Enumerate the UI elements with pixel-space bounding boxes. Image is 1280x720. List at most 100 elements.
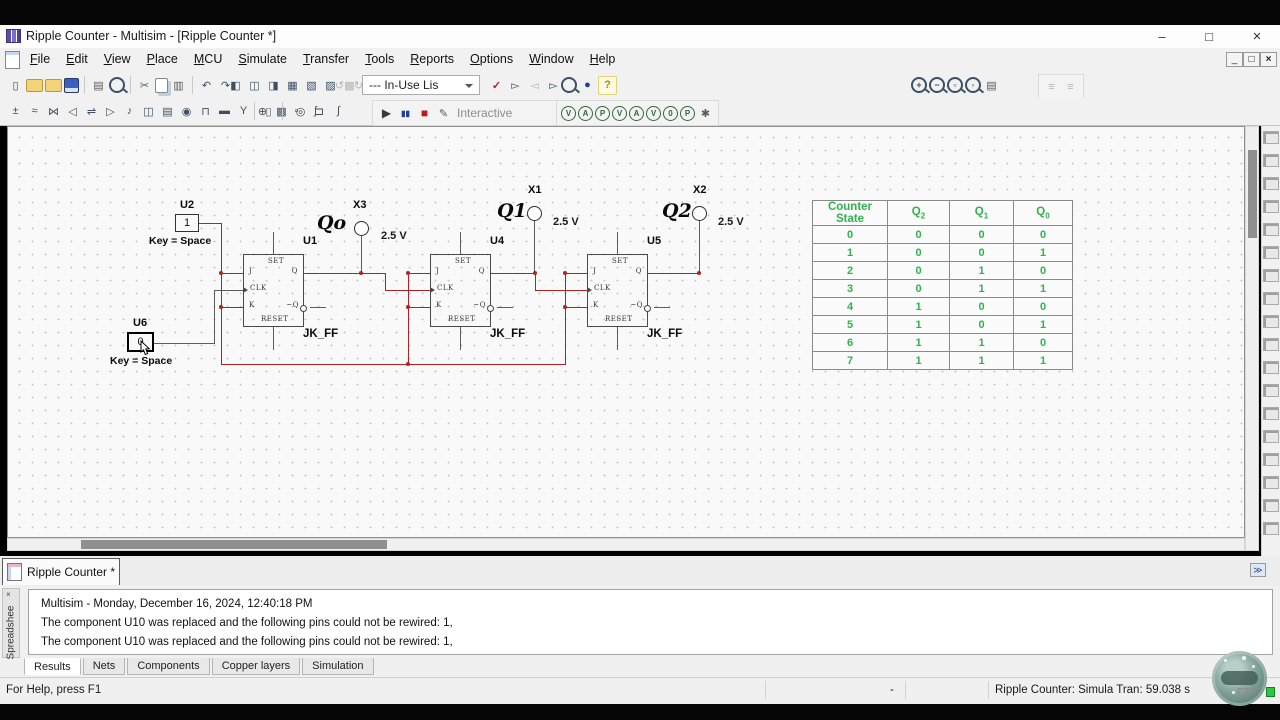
back-annotate-from-ultiboard-icon[interactable]: ◅: [530, 79, 539, 92]
delete-icon[interactable]: ▯: [265, 105, 272, 118]
menu-transfer[interactable]: Transfer: [303, 52, 350, 66]
design-toolbox-icon[interactable]: ◧: [230, 79, 241, 92]
find-icon[interactable]: [561, 77, 577, 93]
place-mcu-icon[interactable]: ∫: [336, 105, 340, 117]
word-generator-icon[interactable]: [1263, 292, 1279, 305]
frequency-counter-icon[interactable]: [1263, 269, 1279, 282]
zoom-fit-icon[interactable]: ◦: [965, 77, 981, 93]
probe-differential-voltage-icon[interactable]: V: [612, 105, 627, 121]
menu-tools[interactable]: Tools: [365, 52, 395, 66]
child-restore-button[interactable]: □: [1243, 52, 1260, 67]
hierarchy-icon[interactable]: ▩: [344, 79, 355, 92]
function-generator-icon[interactable]: [1263, 154, 1279, 167]
paste-icon[interactable]: ▥: [173, 79, 184, 92]
menu-place[interactable]: Place: [146, 52, 178, 66]
child-minimize-button[interactable]: _: [1226, 52, 1243, 67]
print-icon[interactable]: ▤: [93, 79, 104, 92]
stop-icon[interactable]: ■: [420, 106, 429, 120]
spreadsheet-tab-nets[interactable]: Nets: [82, 658, 126, 675]
parent-sheet-icon[interactable]: ▨: [325, 79, 336, 92]
back-annotate-icon[interactable]: ↺: [334, 79, 345, 92]
place-misc-digital-icon[interactable]: ◫: [143, 105, 154, 118]
place-transistor-icon[interactable]: ◁: [68, 105, 77, 118]
grapher-icon[interactable]: ▦: [287, 79, 298, 92]
spreadsheet-tab-copper-layers[interactable]: Copper layers: [211, 658, 301, 675]
distortion-analyzer-icon[interactable]: [1263, 384, 1279, 397]
u5-flipflop[interactable]: SET J CLK K RESET Q ~Q: [587, 254, 651, 327]
place-analog-icon[interactable]: ⇌: [86, 105, 97, 118]
probe-digital-icon[interactable]: 0: [663, 105, 678, 121]
place-bus-icon[interactable]: ʃ: [314, 105, 317, 117]
place-ttl-icon[interactable]: ▷: [106, 105, 115, 118]
zoom-sheet-icon[interactable]: ▤: [986, 79, 997, 92]
u4-flipflop[interactable]: SET J CLK K RESET Q ~Q: [430, 254, 494, 327]
place-cmos-icon[interactable]: ♪: [126, 105, 133, 117]
minimize-button[interactable]: –: [1158, 29, 1166, 44]
bode-plotter-icon[interactable]: [1263, 246, 1279, 259]
place-ni-component-icon[interactable]: ◎: [295, 105, 306, 118]
place-source-icon[interactable]: ±: [12, 105, 19, 117]
scroll-tabs-icon[interactable]: ≫: [1250, 563, 1266, 577]
menu-simulate[interactable]: Simulate: [238, 52, 287, 66]
probe-current-icon[interactable]: A: [578, 105, 593, 121]
current-clamp-icon[interactable]: [1263, 522, 1279, 535]
four-channel-oscilloscope-icon[interactable]: [1263, 223, 1279, 236]
in-use-list-dropdown[interactable]: --- In-Use Lis: [362, 75, 480, 95]
place-rf-icon[interactable]: ⊕: [257, 105, 268, 118]
cut-icon[interactable]: ✂: [139, 79, 150, 92]
restore-button[interactable]: □: [1205, 29, 1213, 44]
x2-probe[interactable]: [692, 206, 707, 221]
x1-probe[interactable]: [527, 206, 542, 221]
edit-description-box-icon[interactable]: ≡: [1067, 81, 1074, 93]
place-indicator-icon[interactable]: ◉: [181, 105, 192, 118]
menu-options[interactable]: Options: [470, 52, 514, 66]
network-analyzer-icon[interactable]: [1263, 430, 1279, 443]
logic-analyzer-icon[interactable]: [1263, 338, 1279, 351]
help-mode-icon[interactable]: ?: [598, 75, 617, 95]
menu-mcu[interactable]: MCU: [193, 52, 223, 66]
zoom-in-icon[interactable]: +: [911, 77, 927, 93]
agilent-function-generator-icon[interactable]: [1263, 453, 1279, 466]
open-samples-icon[interactable]: [45, 78, 62, 92]
probe-voltage-current-icon[interactable]: A: [629, 105, 644, 121]
x3-probe[interactable]: [354, 221, 369, 236]
probe-power-icon[interactable]: P: [595, 105, 610, 121]
place-misc-icon[interactable]: ▬: [219, 105, 230, 117]
pause-icon[interactable]: ▮▮: [401, 108, 410, 118]
wattmeter-icon[interactable]: [1263, 177, 1279, 190]
probe-settings-icon[interactable]: ✱: [700, 107, 711, 120]
interactive-mode-label[interactable]: Interactive: [457, 106, 513, 120]
spreadsheet-tab-simulation[interactable]: Simulation: [302, 658, 374, 675]
place-basic-icon[interactable]: ≈: [31, 105, 38, 117]
vertical-scrollbar-thumb[interactable]: [1248, 150, 1257, 238]
new-file-icon[interactable]: ▯: [12, 79, 19, 92]
spectrum-analyzer-icon[interactable]: [1263, 407, 1279, 420]
u2-switch[interactable]: 1: [175, 214, 199, 232]
description-box-icon[interactable]: ≡: [1048, 81, 1055, 93]
postprocessor-icon[interactable]: ▧: [306, 79, 317, 92]
place-electromechanical-icon[interactable]: ▩: [273, 103, 290, 120]
spice-netlist-viewer-icon[interactable]: ◨: [268, 79, 279, 92]
in-use-parts-icon[interactable]: ▫: [294, 105, 299, 117]
place-mixed-icon[interactable]: ▤: [162, 105, 173, 118]
u1-flipflop[interactable]: SET J CLK K RESET Q ~Q: [243, 254, 307, 327]
close-button[interactable]: ×: [1252, 28, 1262, 45]
menu-window[interactable]: Window: [529, 52, 574, 66]
place-diode-icon[interactable]: ⋈: [48, 105, 59, 118]
run-icon[interactable]: ▶: [381, 106, 392, 120]
spreadsheet-tab-results[interactable]: Results: [24, 658, 81, 675]
menu-edit[interactable]: Edit: [66, 52, 88, 66]
forward-annotate-icon[interactable]: ↻: [353, 79, 364, 92]
probe-voltage-icon[interactable]: V: [561, 105, 576, 121]
open-file-icon[interactable]: [26, 78, 43, 92]
ink-blob-icon[interactable]: ●: [584, 79, 591, 91]
place-connector-icon[interactable]: ⊐: [314, 105, 325, 118]
zoom-area-icon[interactable]: ▫: [947, 77, 963, 93]
sheet-tab[interactable]: Ripple Counter *: [2, 558, 120, 585]
redo-icon[interactable]: ↷: [220, 79, 231, 92]
spreadsheet-tab-components[interactable]: Components: [127, 658, 210, 675]
probe-periodic-icon[interactable]: P: [680, 105, 695, 121]
zoom-out-icon[interactable]: −: [929, 77, 945, 93]
menu-reports[interactable]: Reports: [410, 52, 455, 66]
print-preview-icon[interactable]: [109, 77, 125, 93]
